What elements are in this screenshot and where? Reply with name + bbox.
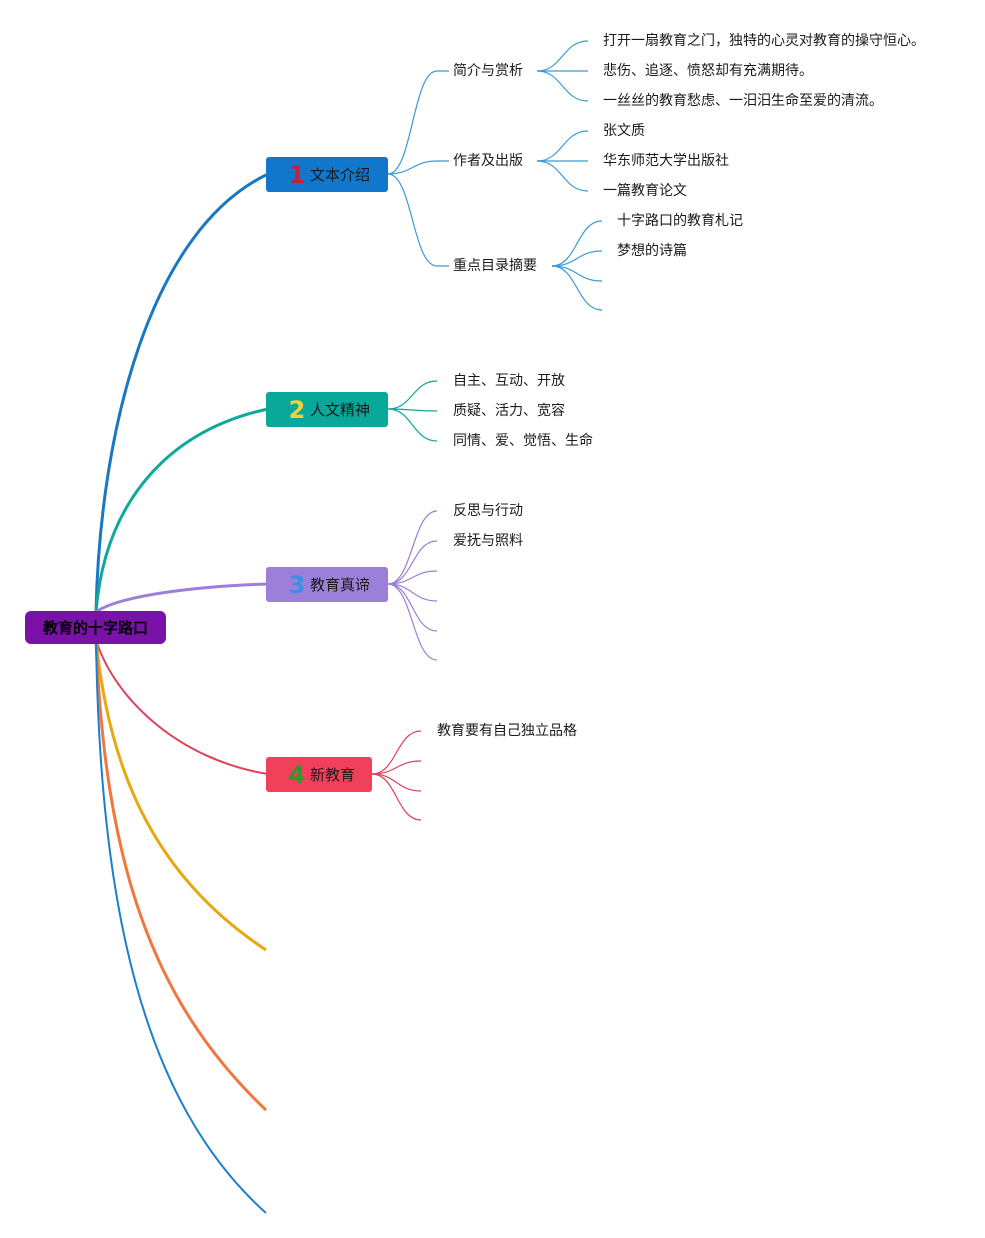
fan-line <box>387 173 449 267</box>
fan-line <box>371 760 422 775</box>
leaf-node[interactable]: 爱抚与照料 <box>453 533 523 549</box>
fan-line <box>551 265 603 311</box>
leaf-node[interactable]: 质疑、活力、宽容 <box>453 403 565 419</box>
leaf-node[interactable]: 十字路口的教育札记 <box>617 213 743 229</box>
fan-line <box>536 160 589 192</box>
topic-label: 人文精神 <box>310 401 371 419</box>
root-node[interactable]: 教育的十字路口 <box>25 611 166 644</box>
leaf-node[interactable]: 一丝丝的教育愁虑、一汨汨生命至爱的清流。 <box>603 93 883 109</box>
leaf-node[interactable]: 华东师范大学出版社 <box>603 153 729 169</box>
fan-line <box>536 40 589 72</box>
leaf-node[interactable]: 打开一扇教育之门，独特的心灵对教育的操守恒心。 <box>603 33 925 49</box>
leaf-node[interactable]: 张文质 <box>603 123 645 139</box>
empty-branch-line <box>94 639 267 952</box>
leaf-node[interactable]: 自主、互动、开放 <box>453 373 565 389</box>
fan-line <box>371 730 422 775</box>
fan-line <box>387 510 438 585</box>
root-label: 教育的十字路口 <box>42 619 148 637</box>
fan-line <box>387 570 438 585</box>
topic-new-education[interactable]: 4 新教育 <box>266 757 372 792</box>
fan-line <box>387 160 449 175</box>
fan-line <box>551 265 603 282</box>
topic-label: 教育真谛 <box>310 576 371 594</box>
fan-line <box>387 380 438 410</box>
leaf-node[interactable]: 梦想的诗篇 <box>617 243 687 259</box>
fan-line <box>371 773 422 821</box>
empty-branch-line <box>94 639 268 1112</box>
fan-line <box>371 773 422 792</box>
subtopic-contents[interactable]: 重点目录摘要 <box>453 258 537 274</box>
fan-line <box>551 250 603 267</box>
leaf-node[interactable]: 悲伤、追逐、愤怒却有充满期待。 <box>603 63 813 79</box>
fan-line <box>387 583 438 632</box>
leaf-node[interactable]: 教育要有自己独立品格 <box>437 723 577 739</box>
fan-line <box>387 408 438 442</box>
subtopic-author[interactable]: 作者及出版 <box>453 153 523 169</box>
fan-line <box>536 130 589 162</box>
leaf-node[interactable]: 反思与行动 <box>453 503 523 519</box>
empty-branch-line <box>95 639 267 1214</box>
topic-number: 4 <box>288 760 306 789</box>
fan-line <box>551 220 603 267</box>
fan-line <box>536 70 589 102</box>
fan-line <box>387 70 449 175</box>
topic-label: 文本介绍 <box>310 166 371 184</box>
fan-line <box>387 540 438 585</box>
topic-number: 1 <box>288 160 306 189</box>
topic-text-intro[interactable]: 1 文本介绍 <box>266 157 388 192</box>
subtopic-summary[interactable]: 简介与赏析 <box>453 63 523 79</box>
branch-line <box>95 639 269 775</box>
topic-humanism[interactable]: 2 人文精神 <box>266 392 388 427</box>
topic-label: 新教育 <box>310 766 356 784</box>
topic-essence[interactable]: 3 教育真谛 <box>266 567 388 602</box>
fan-line <box>387 583 438 661</box>
leaf-node[interactable]: 同情、爱、觉悟、生命 <box>453 433 593 449</box>
topic-number: 2 <box>288 395 306 424</box>
branch-line <box>94 172 269 613</box>
leaf-node[interactable]: 一篇教育论文 <box>603 183 687 199</box>
topic-number: 3 <box>288 570 306 599</box>
branch-line <box>94 407 269 613</box>
branch-line <box>95 582 269 614</box>
